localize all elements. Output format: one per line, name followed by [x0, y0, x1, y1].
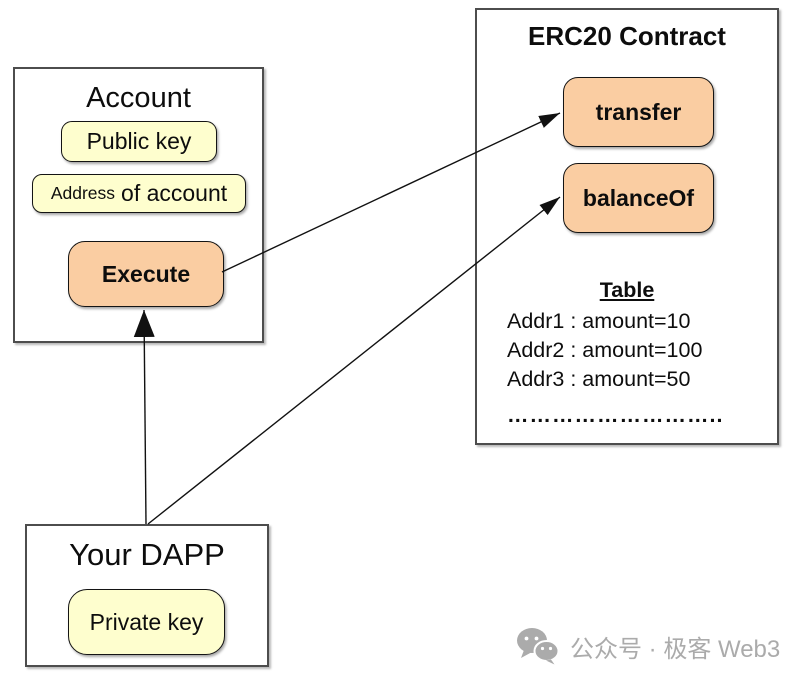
address-label-small: Address: [50, 183, 116, 203]
execute-node: Execute: [68, 241, 224, 307]
execute-label: Execute: [101, 260, 191, 287]
account-box: Account Public key Address of account Ex…: [13, 67, 264, 343]
table-title: Table: [599, 278, 655, 302]
your-dapp-box: Your DAPP Private key: [25, 524, 269, 667]
table-row: Addr3 : amount=50: [507, 367, 691, 391]
public-key-label: Public key: [86, 128, 192, 154]
private-key-label: Private key: [89, 608, 204, 635]
table-row: Addr1 : amount=10: [507, 309, 691, 333]
transfer-label: transfer: [595, 98, 682, 125]
private-key-node: Private key: [68, 589, 225, 655]
transfer-node: transfer: [563, 77, 714, 147]
address-label-large: of account: [121, 180, 228, 206]
watermark: 公众号 · 极客 Web3: [516, 627, 780, 665]
dapp-title: Your DAPP: [69, 537, 225, 572]
erc20-contract-box: ERC20 Contract transfer balanceOf Table …: [475, 8, 779, 445]
watermark-text: 公众号 · 极客 Web3: [570, 635, 781, 663]
table-row: Addr2 : amount=100: [507, 338, 703, 362]
balanceof-node: balanceOf: [563, 163, 714, 233]
account-title: Account: [86, 82, 191, 114]
erc20-title: ERC20 Contract: [528, 21, 726, 51]
public-key-node: Public key: [61, 121, 217, 162]
balance-table: Table Addr1 : amount=10 Addr2 : amount=1…: [477, 278, 777, 430]
wechat-icon: [517, 628, 560, 665]
balanceof-label: balanceOf: [582, 184, 695, 211]
table-ellipsis-row: ………………………..: [507, 403, 724, 427]
address-of-account-node: Address of account: [32, 174, 246, 213]
